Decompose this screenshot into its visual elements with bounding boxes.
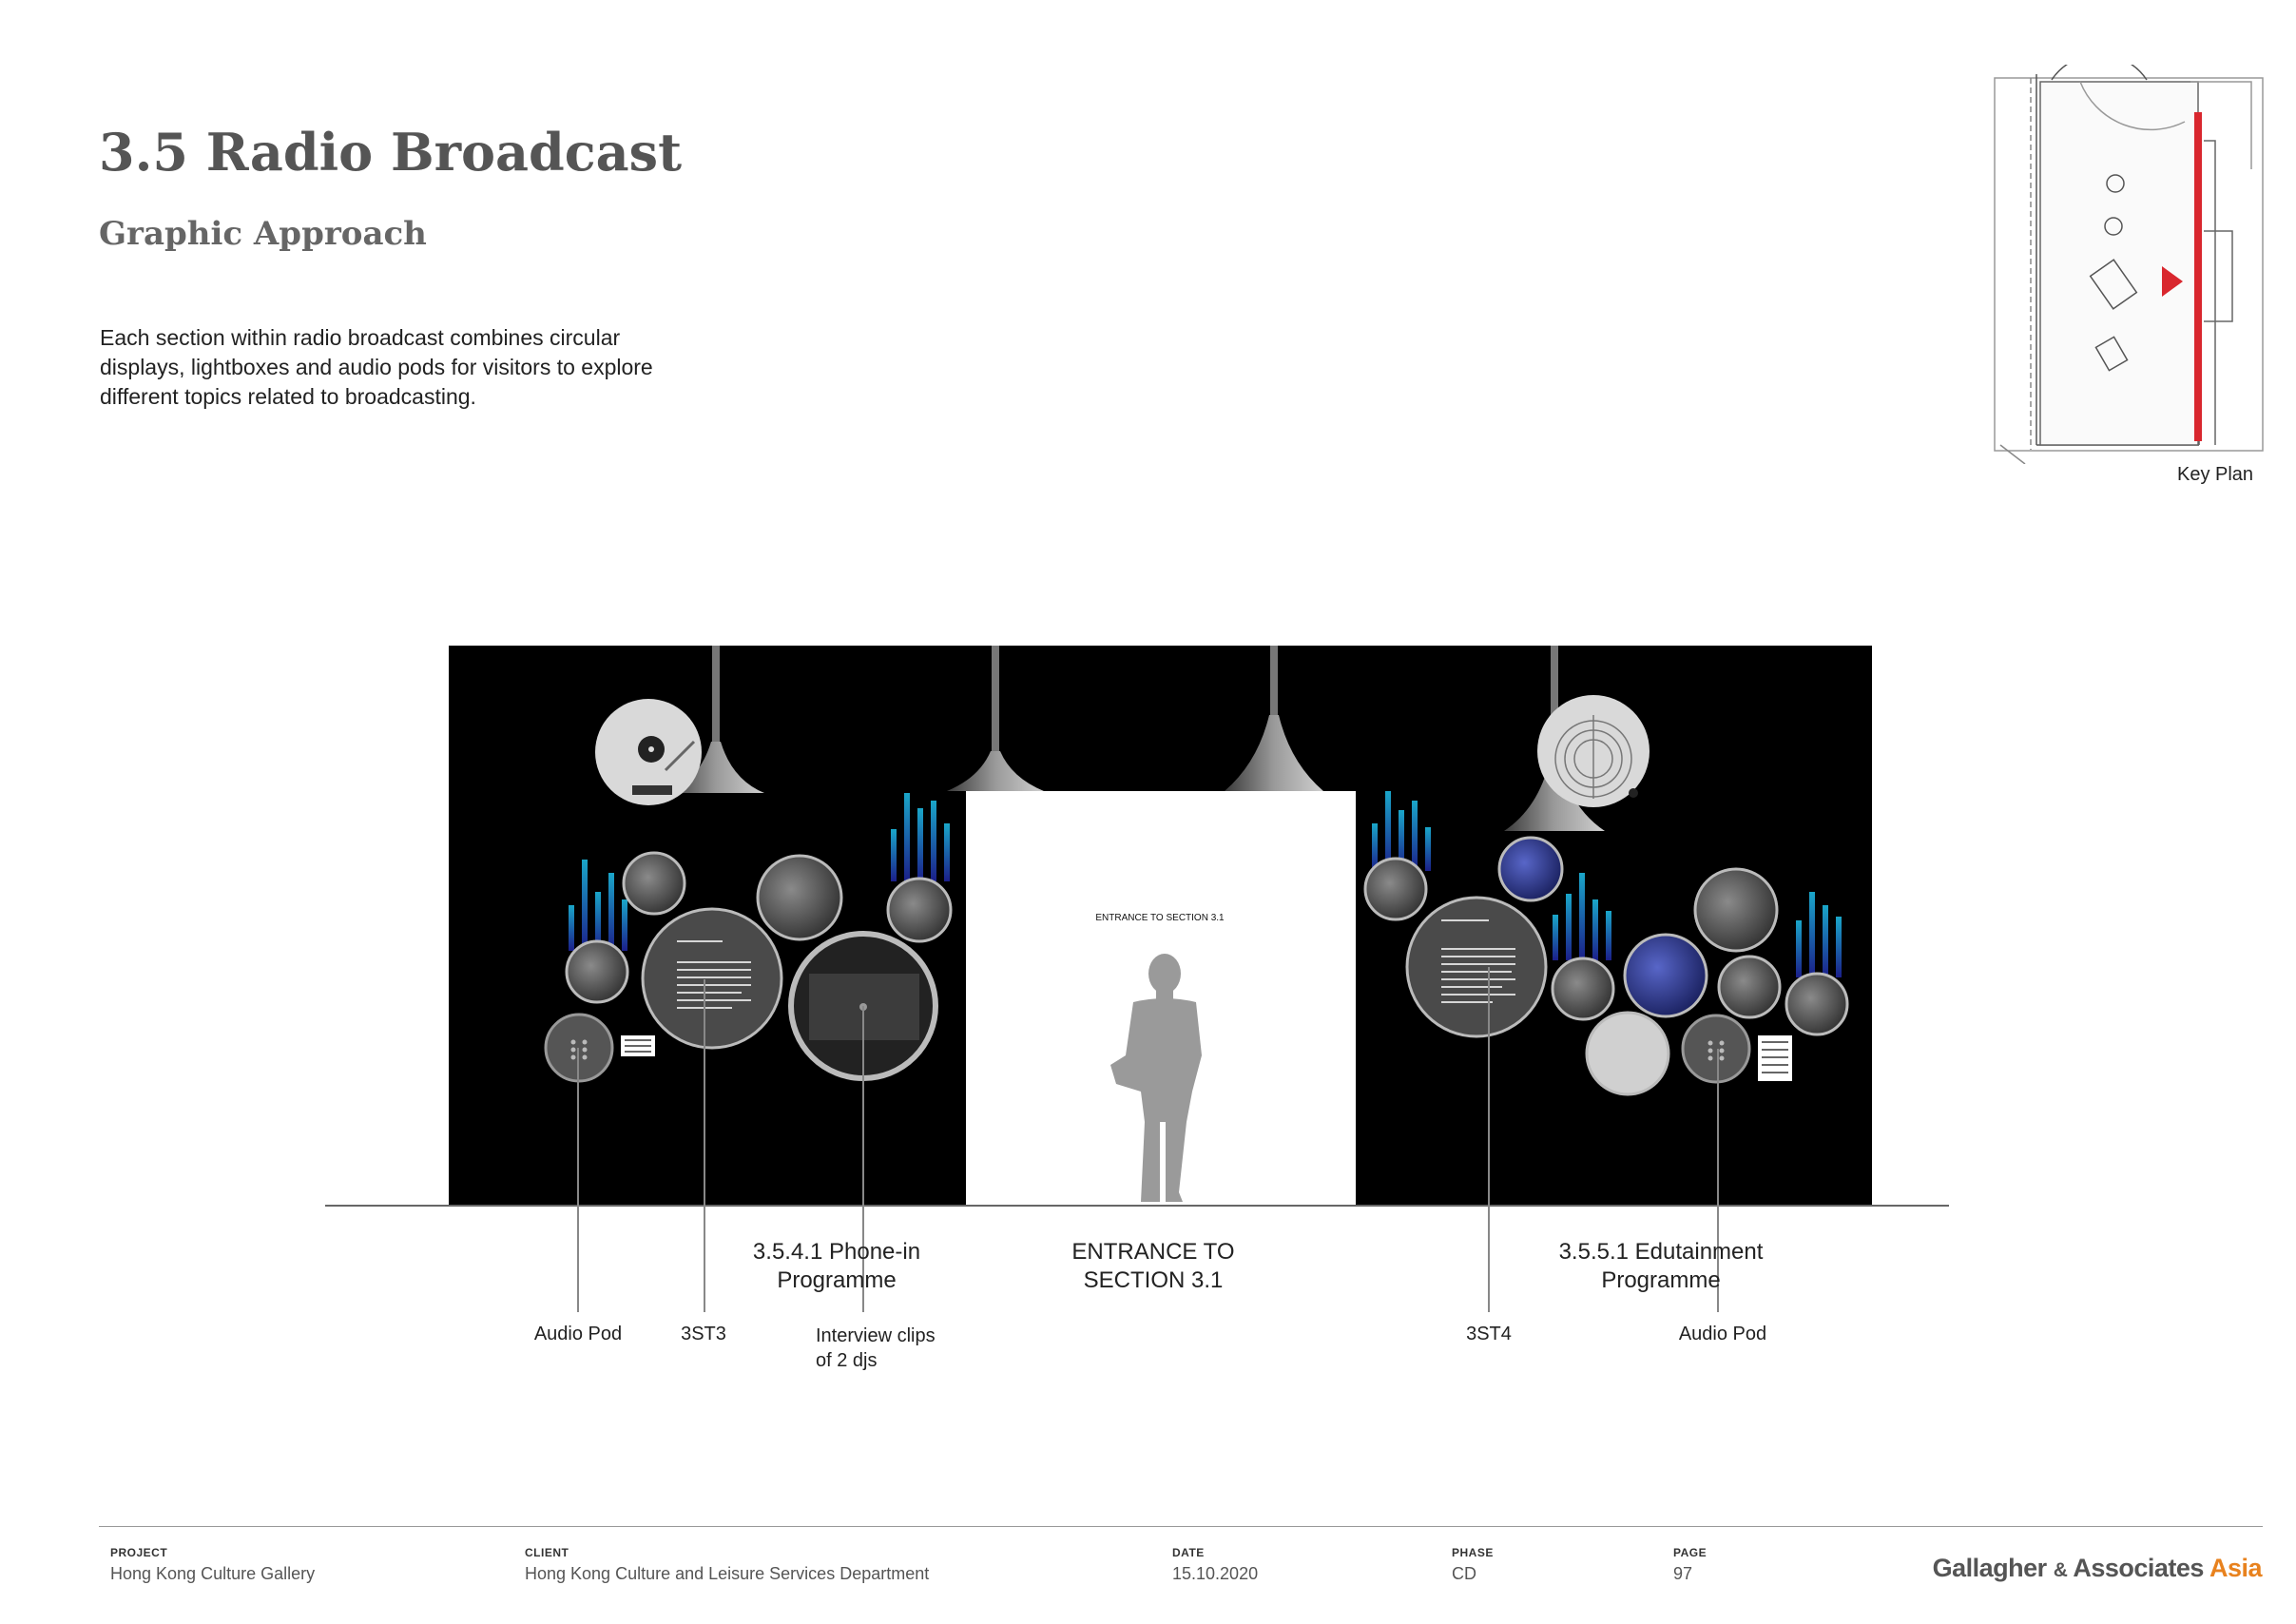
pendant-lamp	[1504, 646, 1605, 831]
pendant-lamp	[1225, 646, 1323, 791]
photo-circle	[565, 939, 629, 1004]
photo-circle	[1623, 933, 1708, 1018]
logo-main: Gallagher	[1932, 1554, 2048, 1582]
pendant-lamp	[947, 646, 1044, 791]
callout-audio-pod-right: Audio Pod	[1678, 1324, 1767, 1344]
photo-circle	[1551, 957, 1615, 1021]
key-plan-highlight	[2194, 112, 2202, 441]
equalizer-bars-right-1	[1553, 873, 1611, 960]
equalizer-bars-right-2	[1796, 892, 1842, 977]
intro-paragraph: Each section within radio broadcast comb…	[100, 325, 653, 409]
text-disc-3st3	[641, 907, 783, 1050]
photo-circle	[1585, 1011, 1670, 1096]
company-logo: Gallagher & Associates Asia	[1932, 1554, 2263, 1583]
footer-phase-value: CD	[1452, 1564, 1476, 1583]
entrance-title: ENTRANCE TO SECTION 3.1	[1071, 1239, 1235, 1293]
footer-phase-label: PHASE	[1452, 1546, 1494, 1559]
entrance-sign: ENTRANCE TO SECTION 3.1	[1095, 913, 1225, 923]
turntable-disc-icon	[595, 699, 702, 805]
audio-pod-right	[1681, 1014, 1792, 1084]
phone-in-programme-title: 3.5.4.1 Phone-in Programme	[752, 1239, 921, 1293]
logo-amp: &	[2053, 1559, 2068, 1581]
callout-interview-clips: Interview clips of 2 djs	[816, 1325, 936, 1371]
callout-3st4: 3ST4	[1466, 1324, 1512, 1344]
logo-asia: Asia	[2209, 1554, 2263, 1582]
photo-circle	[886, 877, 953, 943]
key-plan-label: Key Plan	[2177, 464, 2254, 485]
footer-divider	[99, 1526, 2263, 1527]
photo-circle	[1785, 972, 1849, 1036]
callout-audio-pod-left: Audio Pod	[533, 1324, 623, 1344]
photo-circle	[622, 851, 686, 916]
footer-client-value: Hong Kong Culture and Leisure Services D…	[525, 1564, 930, 1583]
footer-date-label: DATE	[1172, 1546, 1205, 1559]
footer-project-label: PROJECT	[110, 1546, 168, 1559]
callout-leaders	[577, 967, 1719, 1312]
footer-client-label: CLIENT	[525, 1546, 569, 1559]
text-disc-3st4	[1405, 896, 1548, 1038]
equalizer-bars-mid-right	[1372, 791, 1431, 871]
photo-circle	[1363, 857, 1428, 921]
footer-page-value: 97	[1673, 1564, 1693, 1583]
footer-page-label: PAGE	[1673, 1546, 1708, 1559]
key-plan-drawing	[1994, 65, 2264, 464]
page-title: 3.5 Radio Broadcast	[99, 122, 683, 183]
equalizer-bars-mid-left	[891, 793, 950, 881]
radio-dial-disc-icon	[1537, 695, 1650, 807]
equalizer-bars-left	[569, 860, 627, 951]
human-figure-icon	[1110, 954, 1202, 1202]
logo-associates: Associates	[2073, 1554, 2204, 1582]
edutainment-programme-title: 3.5.5.1 Edutainment Programme	[1558, 1239, 1764, 1293]
callout-3st3: 3ST3	[681, 1324, 726, 1344]
key-plan-view-arrow-icon	[2162, 266, 2183, 297]
photo-circle	[1693, 867, 1779, 953]
page-subtitle: Graphic Approach	[99, 215, 427, 253]
footer-date-value: 15.10.2020	[1172, 1564, 1259, 1583]
photo-circle	[1497, 836, 1564, 902]
footer-project-value: Hong Kong Culture Gallery	[110, 1564, 316, 1583]
photo-circle	[1717, 955, 1782, 1019]
photo-circle	[756, 854, 843, 941]
